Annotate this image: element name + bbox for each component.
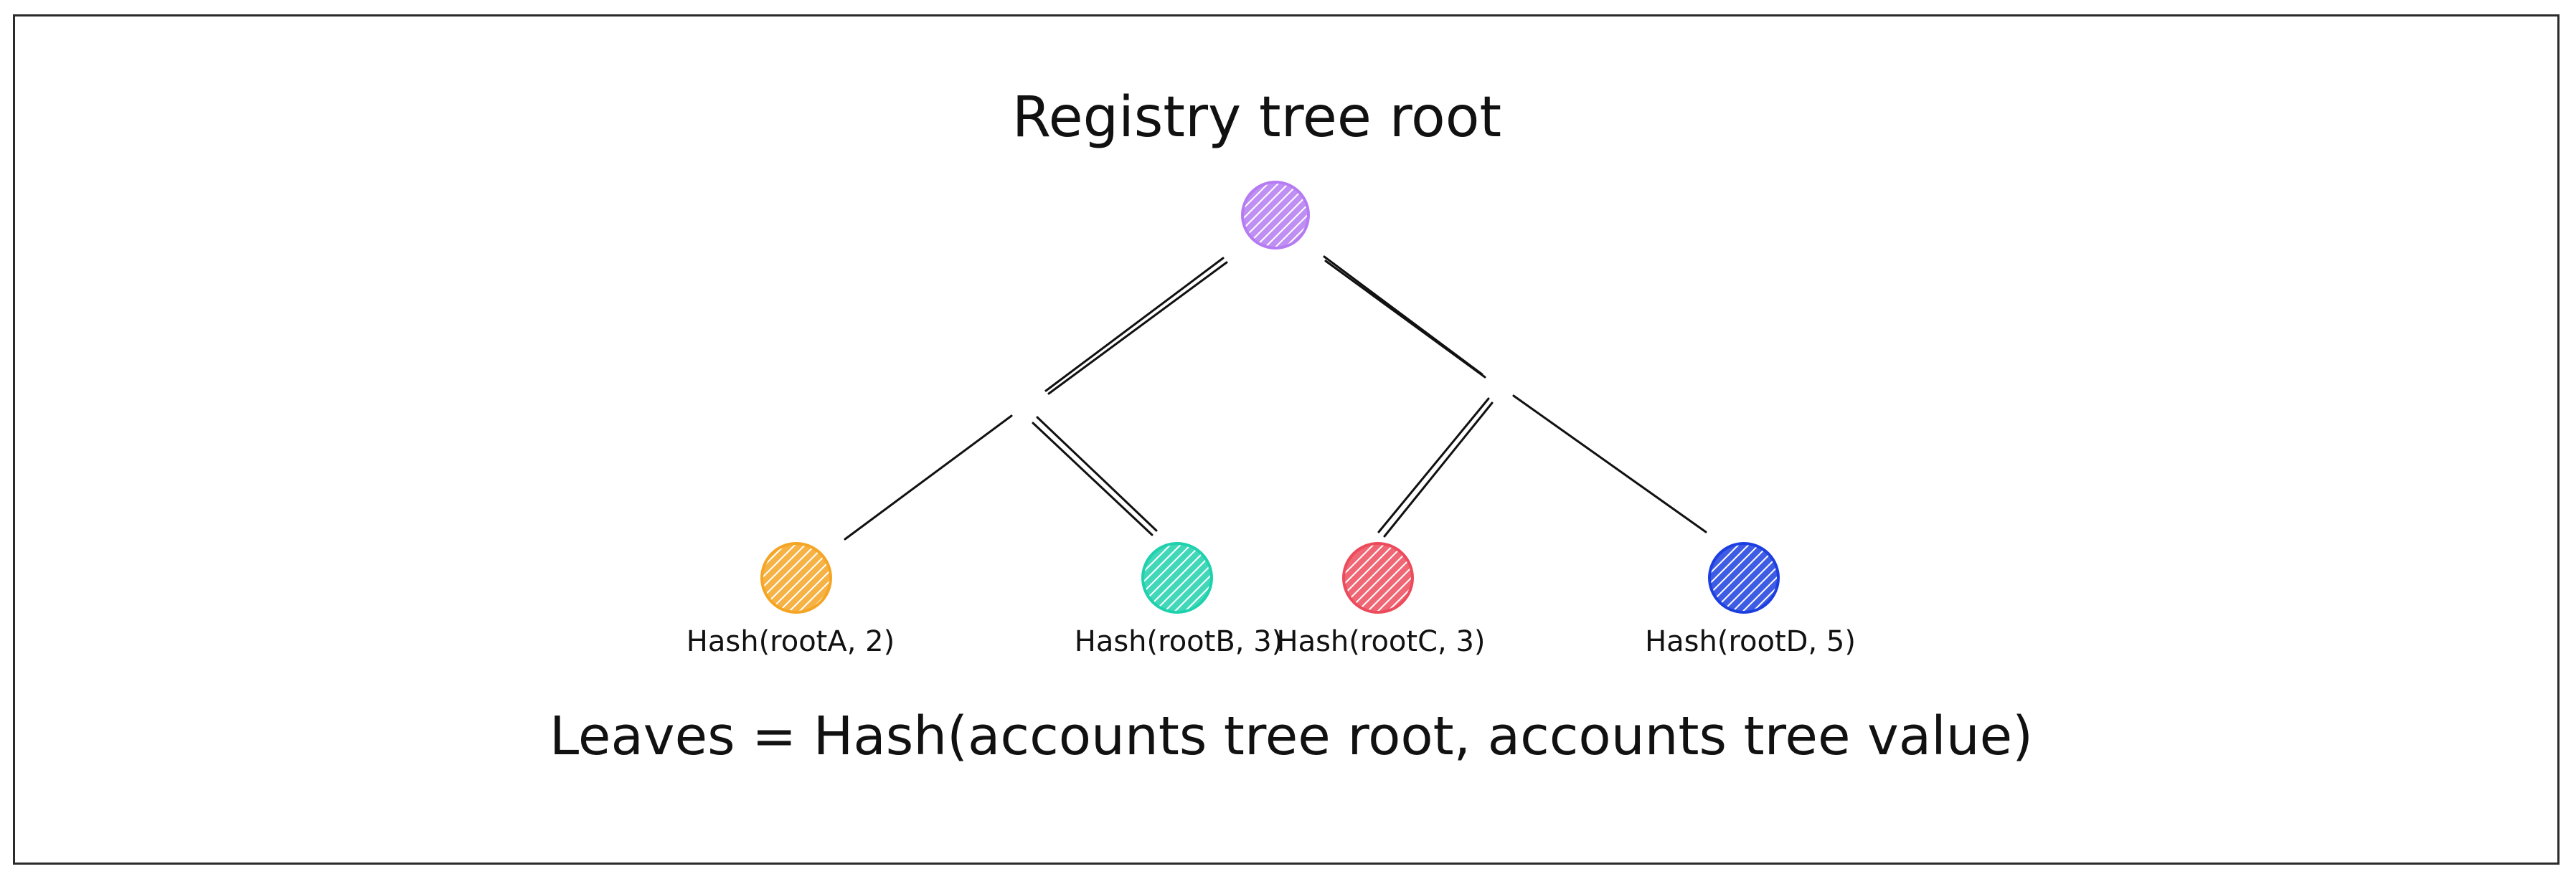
edge-left-leafA: [844, 414, 1013, 541]
leaf-node-b-outline: [1141, 542, 1213, 614]
root-node-outline: [1241, 181, 1310, 250]
leaf-node-d-outline: [1708, 542, 1780, 614]
leaf-label-a: Hash(rootA, 2): [687, 625, 895, 658]
edge-root-left-sketch: [1047, 261, 1228, 395]
leaf-node-a: Hash(rootA, 2): [687, 542, 895, 658]
leaves-caption: Leaves = Hash(accounts tree root, accoun…: [549, 705, 2033, 767]
root-node: [1241, 181, 1310, 250]
leaf-label-d: Hash(rootD, 5): [1645, 625, 1856, 658]
leaf-node-a-outline: [760, 542, 832, 614]
root-node-hatch: [1242, 182, 1308, 248]
leaf-node-c-hatch: [1344, 543, 1412, 612]
edge-right-leafC-sketch: [1383, 402, 1494, 538]
edge-right-leafD: [1512, 394, 1707, 533]
leaf-node-b-hatch: [1143, 543, 1212, 612]
leaf-node-c: Hash(rootC, 3): [1277, 542, 1486, 658]
edge-right-leafC: [1377, 397, 1490, 533]
tree-edges: [844, 255, 1707, 541]
diagram-frame: [13, 14, 2560, 865]
leaf-label-c: Hash(rootC, 3): [1277, 625, 1486, 658]
edge-root-left: [1044, 257, 1225, 392]
leaf-node-a-hatch: [762, 543, 831, 612]
edge-left-leafB-sketch: [1032, 422, 1153, 536]
leaf-label-b: Hash(rootB, 3): [1075, 625, 1283, 658]
leaf-node-d: Hash(rootD, 5): [1645, 542, 1856, 658]
leaf-node-d-hatch: [1709, 543, 1778, 612]
leaf-node-b: Hash(rootB, 3): [1075, 542, 1283, 658]
edge-root-right-sketch: [1324, 260, 1486, 379]
edge-left-leafB: [1036, 416, 1158, 532]
tree-title: Registry tree root: [1012, 85, 1501, 150]
leaf-node-c-outline: [1342, 542, 1414, 614]
